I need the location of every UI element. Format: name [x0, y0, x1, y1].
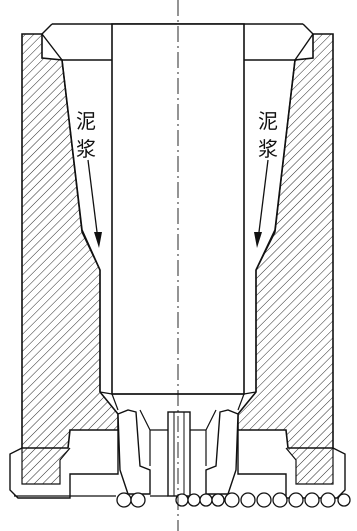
bead: [240, 492, 256, 508]
right-wall-section: [237, 33, 334, 449]
left-flow-arrow: [87, 159, 102, 248]
bead: [116, 492, 132, 508]
bead: [130, 492, 146, 508]
left-nozzle: [117, 409, 151, 495]
center-nozzle: [167, 411, 191, 497]
top-right-chamfer: [302, 23, 314, 35]
bead: [304, 492, 320, 508]
left-wall-section: [21, 33, 119, 449]
top-left-chamfer: [41, 23, 53, 35]
bead: [337, 493, 351, 507]
bead: [199, 493, 213, 507]
bit-crown-left-inner: [21, 447, 71, 485]
bead: [211, 493, 225, 507]
bead: [288, 492, 304, 508]
bead: [224, 492, 240, 508]
right-nozzle: [205, 409, 239, 495]
bead: [256, 492, 272, 508]
right-label-char-1: 泥: [258, 109, 278, 133]
nozzle-top-wedges: [139, 409, 217, 466]
bit-crown-left: [9, 430, 119, 499]
right-flow-arrow: [254, 159, 269, 248]
right-bore-taper: [244, 33, 314, 271]
bit-crown-right-inner: [285, 447, 334, 485]
left-label-char-1: 泥: [76, 109, 96, 133]
cutting-beads: [116, 492, 351, 508]
bead: [272, 492, 288, 508]
left-label-char-2: 浆: [76, 137, 96, 161]
bead: [320, 492, 336, 508]
bead: [187, 493, 201, 507]
right-label-char-2: 浆: [258, 137, 278, 161]
left-bore-taper: [41, 33, 112, 271]
